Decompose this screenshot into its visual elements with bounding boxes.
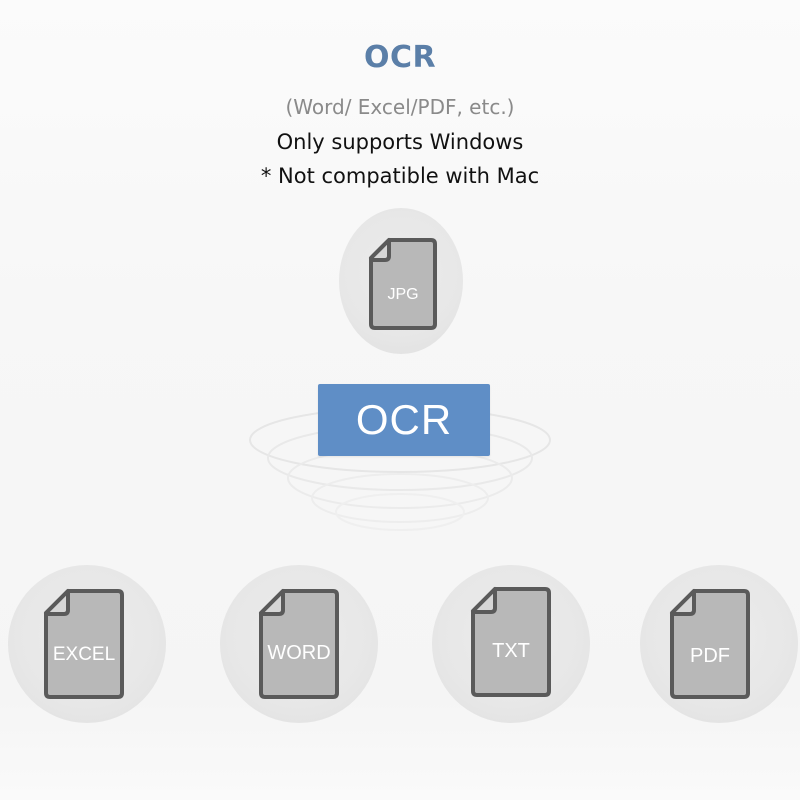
ocr-engine-box: OCR [318,384,490,456]
formats-subtitle: (Word/ Excel/PDF, etc.) [285,95,515,119]
pdf-file-label: PDF [690,645,730,667]
mac-note: * Not compatible with Mac [260,164,540,188]
word-file-icon: WORD [257,587,341,701]
txt-file-icon: TXT [469,585,553,699]
word-file-label: WORD [267,642,331,664]
excel-file-label: EXCEL [52,644,116,665]
txt-file-label: TXT [492,640,530,662]
page-title: OCR [363,40,437,75]
jpg-file-label: JPG [387,286,419,303]
pdf-file-icon: PDF [668,587,752,701]
jpg-file-icon: JPG [367,236,439,332]
excel-file-icon: EXCEL [42,587,126,701]
windows-note: Only supports Windows [276,130,524,154]
